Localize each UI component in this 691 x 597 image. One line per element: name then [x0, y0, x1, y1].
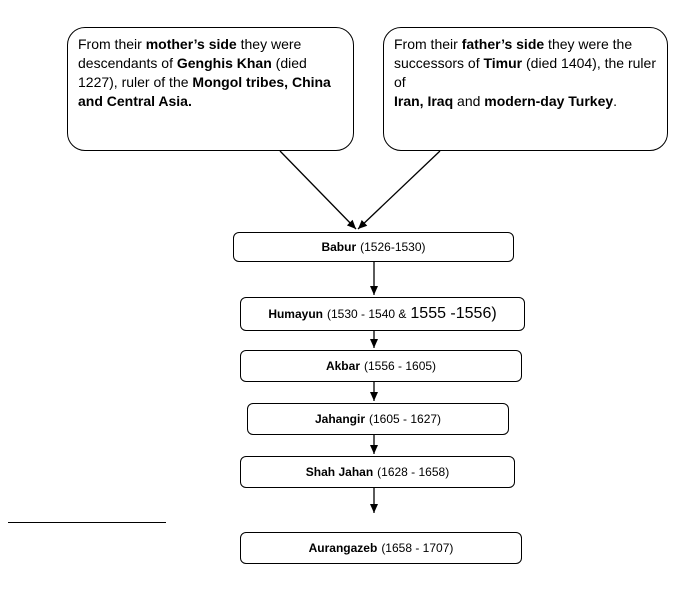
ruler-box-jahangir: Jahangir (1605 - 1627) [247, 403, 509, 435]
footnote-separator [8, 522, 166, 523]
father-side-callout: From their father’s side they were the s… [383, 27, 668, 151]
ruler-name: Aurangazeb [308, 541, 378, 555]
ruler-box-humayun: Humayun (1530 - 1540 & 1555 -1556) [240, 297, 525, 331]
ruler-years: (1556 - 1605) [363, 359, 437, 373]
ruler-box-shah-jahan: Shah Jahan (1628 - 1658) [240, 456, 515, 488]
callout-bold-text: modern-day Turkey [484, 93, 614, 109]
ruler-name: Akbar [325, 359, 360, 373]
callout-text: . [613, 93, 618, 109]
callout-text: (died 1404), the ruler of [394, 55, 656, 90]
ruler-name: Shah Jahan [305, 465, 374, 479]
ruler-box-akbar: Akbar (1556 - 1605) [240, 350, 522, 382]
arrow-mother-to-babur [279, 150, 357, 230]
ruler-years: (1628 - 1658) [377, 465, 450, 479]
ruler-years: (1526-1530) [360, 240, 426, 254]
callout-bold-text: Genghis Khan [176, 55, 272, 71]
arrow-father-to-babur [357, 150, 441, 230]
ruler-years: (1658 - 1707) [381, 541, 454, 555]
callout-text: they were the successors of [394, 36, 633, 71]
callout-bold-text: father’s side [461, 36, 545, 52]
mother-side-callout: From their mother’s side they were desce… [67, 27, 354, 151]
callout-text: they were descendants of [78, 36, 302, 71]
ruler-name: Jahangir [314, 412, 365, 426]
callout-bold-text: mother’s side [145, 36, 237, 52]
callout-text: From their [78, 36, 146, 52]
callout-text: (died 1227), ruler of the [78, 55, 307, 90]
callout-text: and [453, 93, 485, 109]
ruler-name: Humayun [268, 307, 323, 321]
ruler-box-aurangzeb: Aurangazeb (1658 - 1707) [240, 532, 522, 564]
ruler-box-babur: Babur (1526-1530) [233, 232, 514, 262]
ruler-years: (1530 - 1540 & [327, 307, 407, 321]
ruler-years: (1605 - 1627) [368, 412, 442, 426]
callout-bold-text: Timur [483, 55, 523, 71]
ruler-years-second-reign: 1555 -1556) [410, 305, 497, 322]
callout-text: From their [394, 36, 462, 52]
callout-bold-text: Iran, Iraq [394, 93, 454, 109]
callout-bold-text: Mongol tribes, China and Central Asia. [78, 74, 331, 109]
ruler-name: Babur [321, 240, 357, 254]
